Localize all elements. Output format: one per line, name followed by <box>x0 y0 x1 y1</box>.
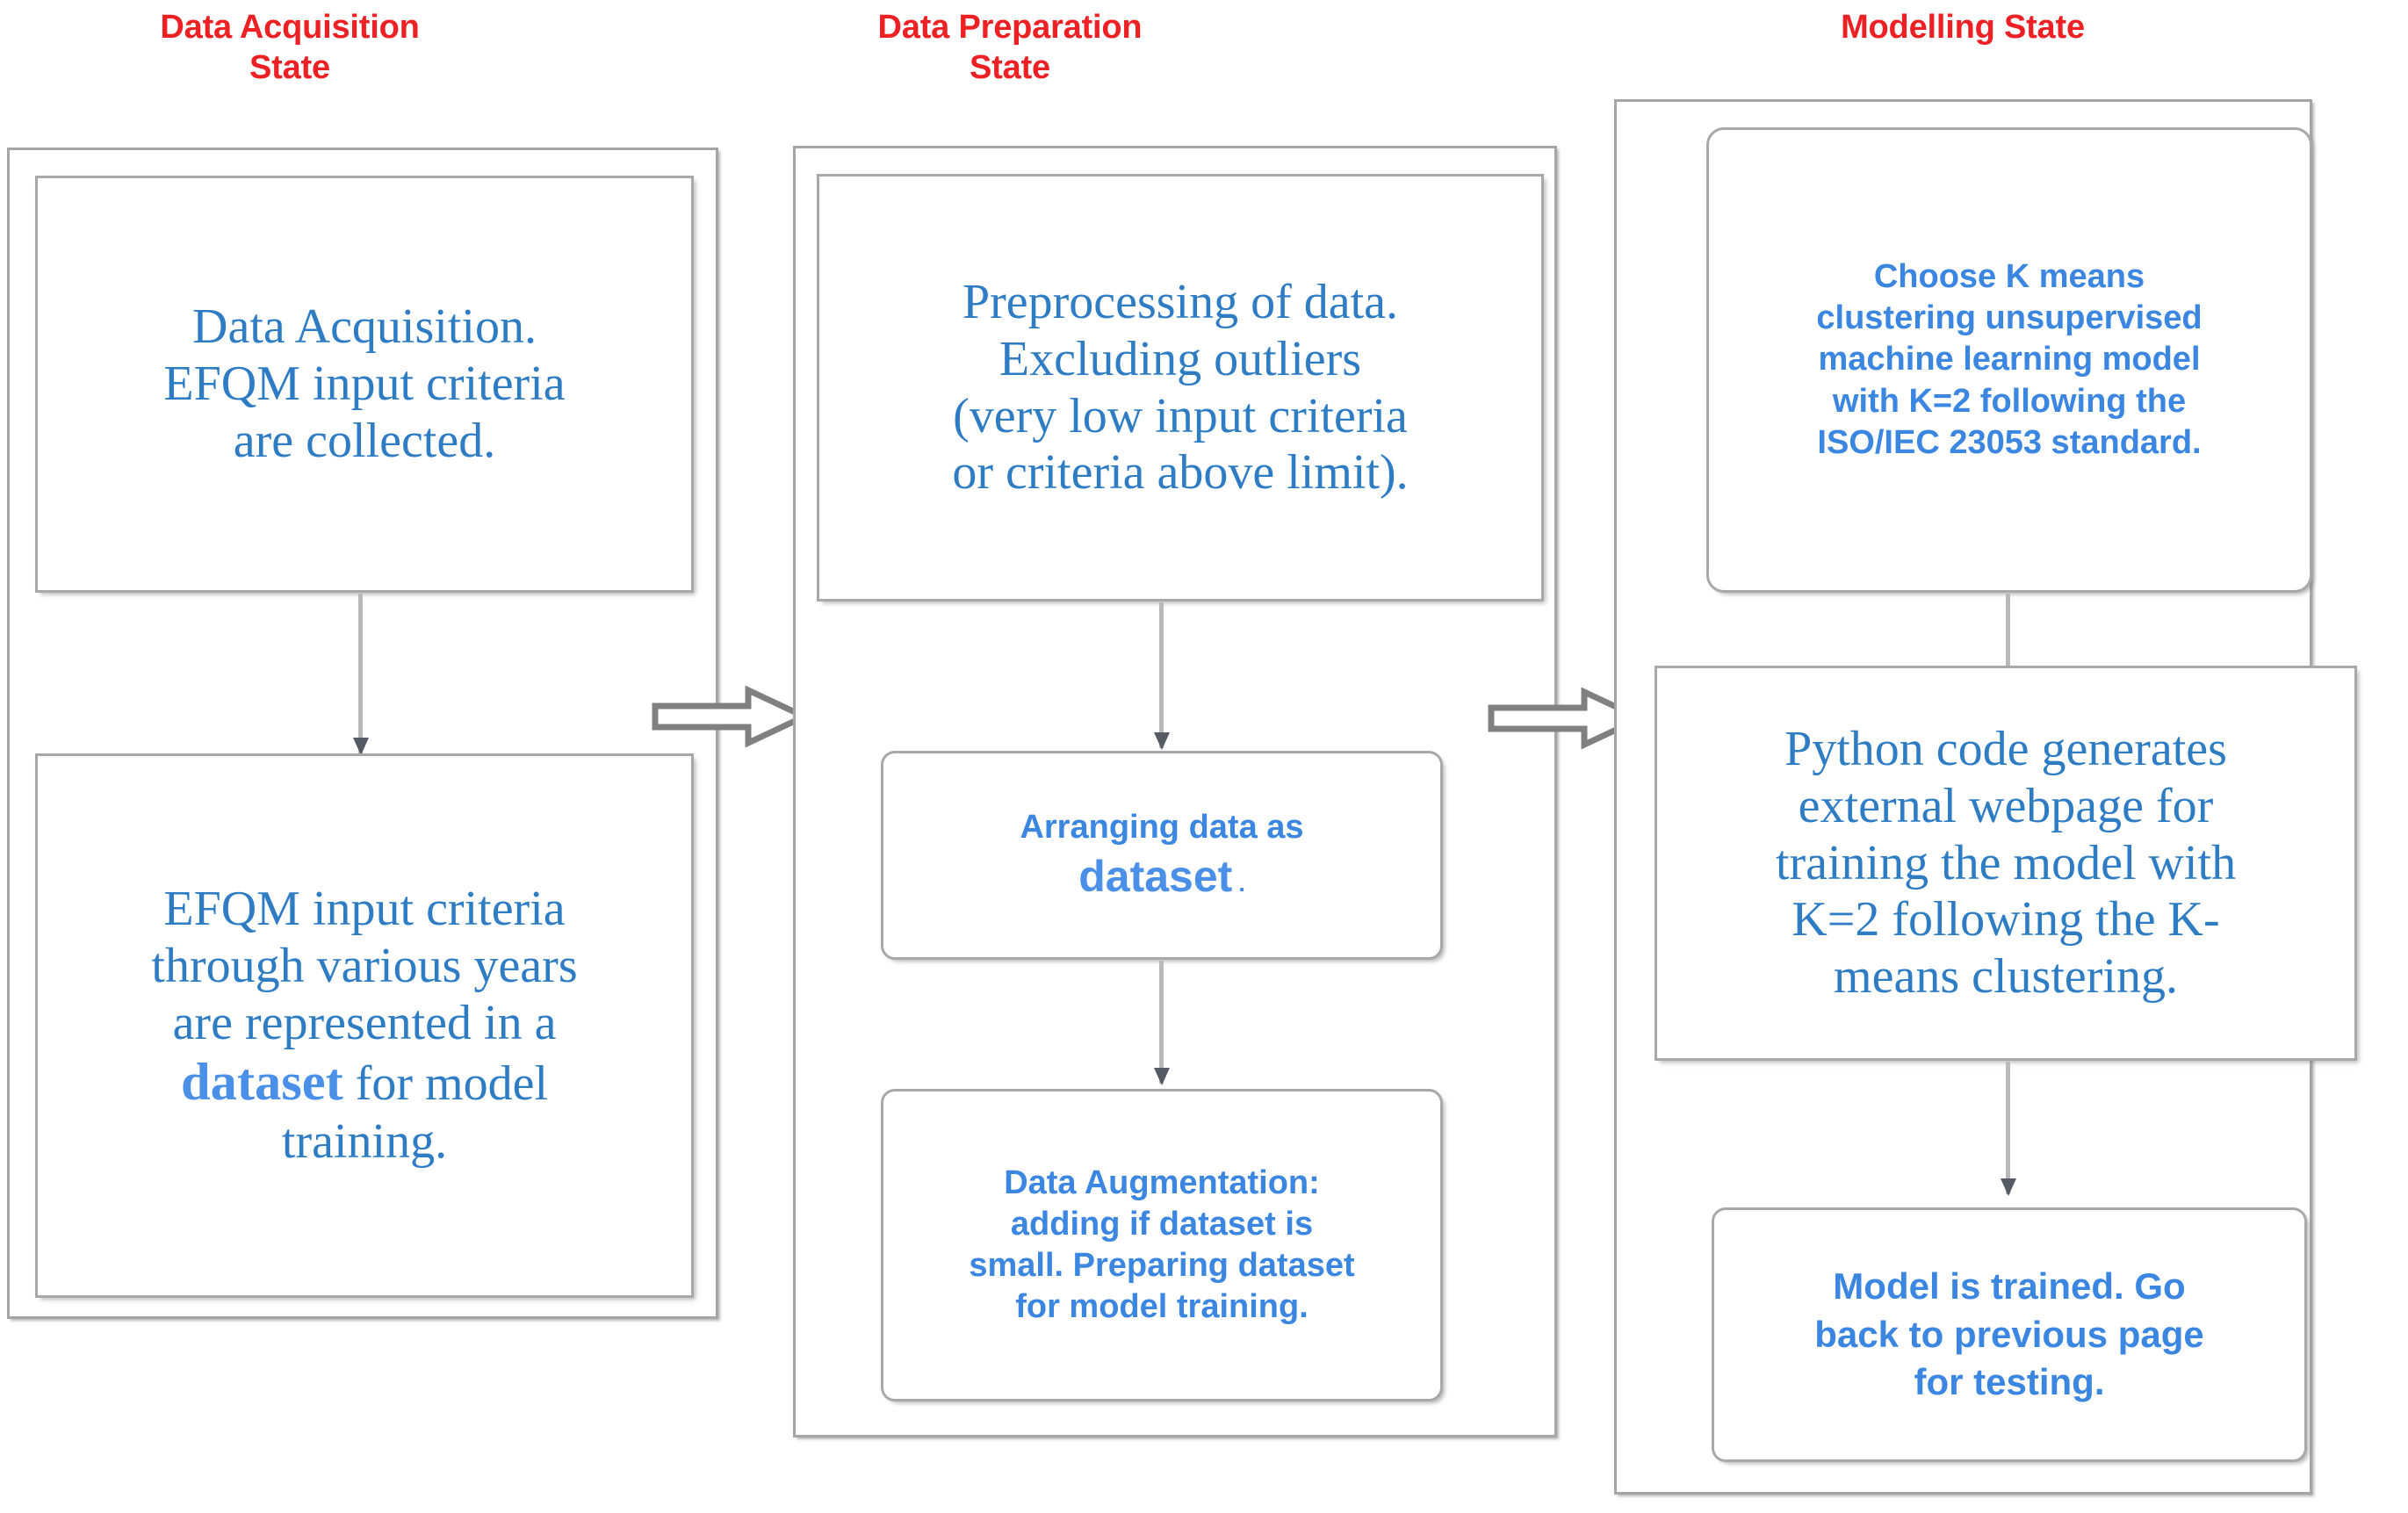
node-arranging-data-text: Arranging data as dataset . <box>883 807 1440 903</box>
node-data-acquisition-text: Data Acquisition. EFQM input criteria ar… <box>163 299 566 468</box>
connector-acquisition-1-to-2 <box>358 594 363 753</box>
node-data-augmentation-text: Data Augmentation: adding if dataset is … <box>969 1164 1355 1326</box>
node-efqm-text-before: EFQM input criteria through various year… <box>151 882 578 1050</box>
column-title-data-acquisition-state: Data Acquisition State <box>160 9 420 87</box>
node-arranging-text-before: Arranging data as <box>1020 809 1304 847</box>
node-preprocessing-of-data-text: Preprocessing of data. Excluding outlier… <box>952 274 1409 501</box>
connector-modelling-1-to-2 <box>2006 594 2010 722</box>
node-arranging-text-after: . <box>1232 869 1245 897</box>
connector-preparation-1-to-2 <box>1159 602 1164 748</box>
node-efqm-highlight-dataset: dataset <box>180 1052 343 1112</box>
node-python-code-generates-webpage[interactable]: Python code generates external webpage f… <box>1655 666 2357 1061</box>
node-arranging-highlight-dataset: dataset <box>1078 851 1233 901</box>
node-choose-k-means-model-text: Choose K means clustering unsupervised m… <box>1816 258 2203 461</box>
transition-arrow-acquisition-to-preparation <box>652 685 810 748</box>
node-efqm-criteria-dataset-text: EFQM input criteria through various year… <box>38 881 691 1171</box>
node-model-is-trained[interactable]: Model is trained. Go back to previous pa… <box>1712 1207 2307 1462</box>
node-model-is-trained-text: Model is trained. Go back to previous pa… <box>1814 1265 2204 1403</box>
node-choose-k-means-model[interactable]: Choose K means clustering unsupervised m… <box>1706 127 2312 593</box>
connector-preparation-2-to-3 <box>1159 961 1164 1084</box>
connector-modelling-2-to-3 <box>2006 1062 2010 1194</box>
node-python-code-generates-webpage-text: Python code generates external webpage f… <box>1775 721 2237 1005</box>
node-data-acquisition[interactable]: Data Acquisition. EFQM input criteria ar… <box>35 176 694 593</box>
node-efqm-criteria-dataset[interactable]: EFQM input criteria through various year… <box>35 753 694 1298</box>
node-efqm-text-after: for model training. <box>281 1055 549 1170</box>
node-preprocessing-of-data[interactable]: Preprocessing of data. Excluding outlier… <box>817 174 1544 602</box>
column-title-modelling-state: Modelling State <box>1841 9 2085 46</box>
transition-arrow-preparation-to-modelling <box>1488 687 1646 750</box>
column-title-data-preparation-state: Data Preparation State <box>877 9 1143 87</box>
node-arranging-data-as-dataset[interactable]: Arranging data as dataset . <box>881 751 1443 960</box>
node-data-augmentation[interactable]: Data Augmentation: adding if dataset is … <box>881 1089 1443 1401</box>
